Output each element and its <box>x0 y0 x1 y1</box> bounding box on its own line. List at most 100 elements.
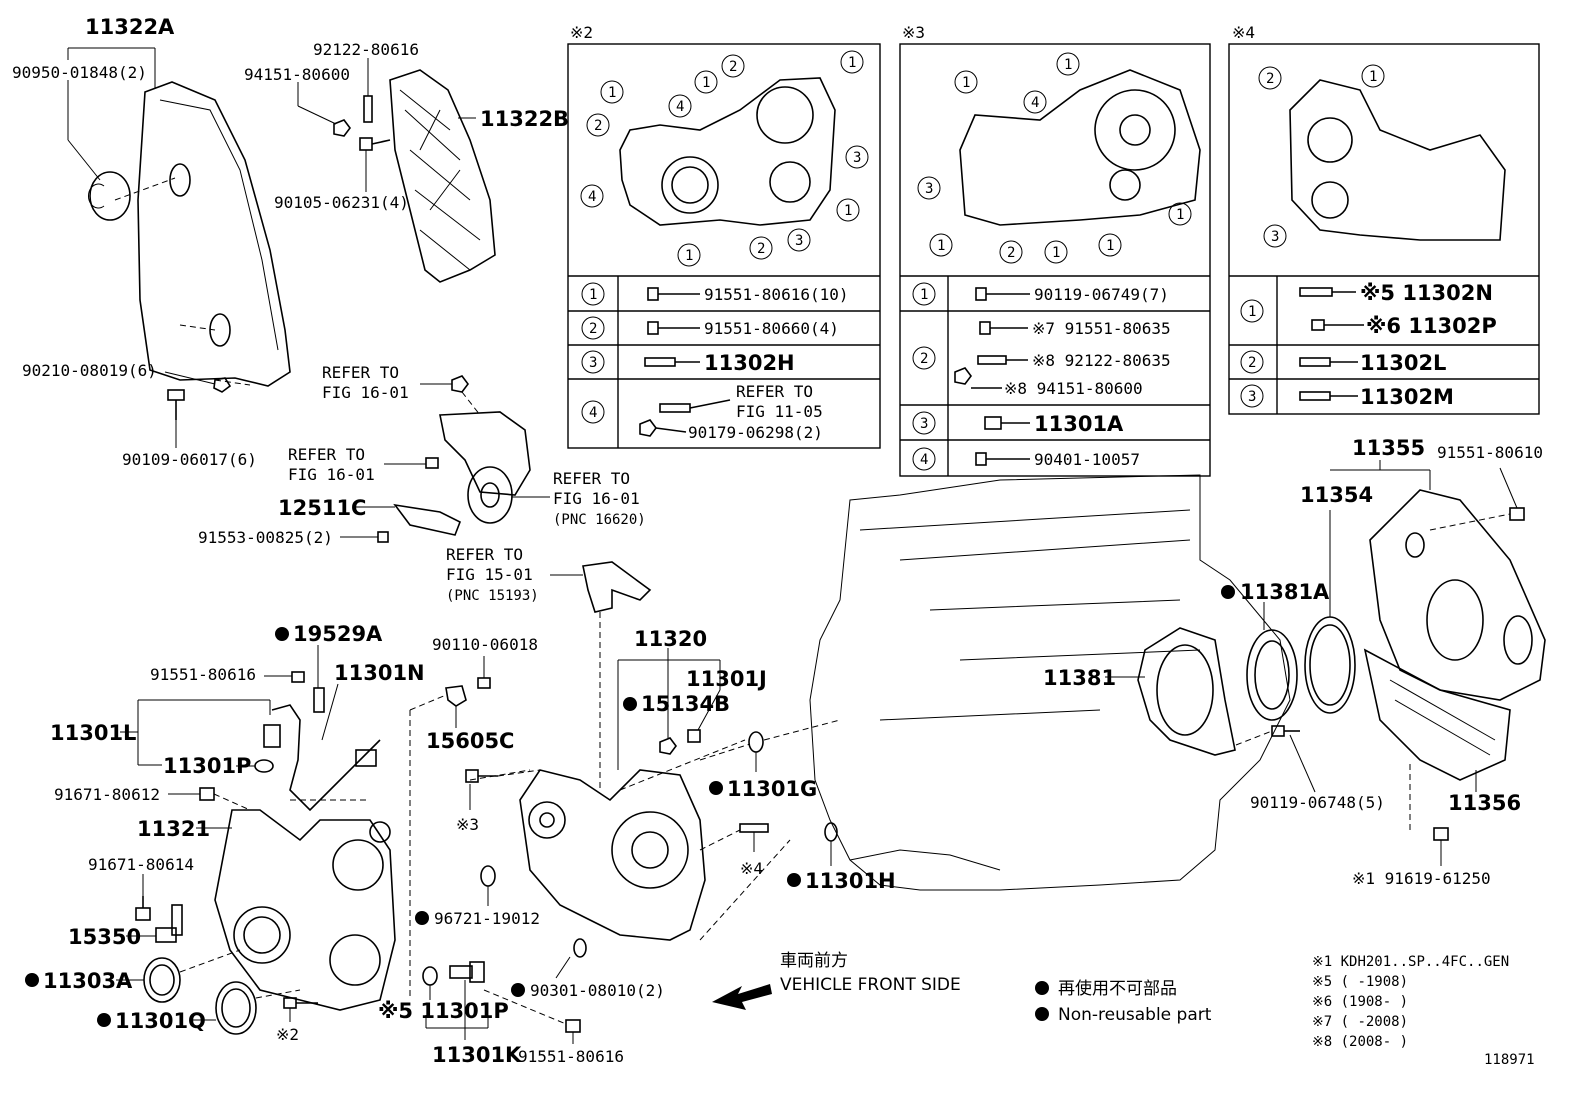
svg-text:1: 1 <box>1052 245 1060 261</box>
bolt-90119-06748[interactable] <box>1271 725 1300 737</box>
box4-row3-text: 11302M <box>1360 385 1454 409</box>
note-4: ※4 <box>740 859 763 878</box>
gasket-ref-15-01[interactable] <box>582 561 652 613</box>
fig-16-01-c: FIG 16-01 <box>553 489 640 508</box>
box3-rows: 1 90119-06749(7) 2 ※7 91551-80635 ※8 921… <box>912 282 1171 471</box>
label-11301H: 11301H <box>805 869 896 893</box>
label-90119-06748: 90119-06748(5) <box>1250 793 1385 812</box>
svg-text:1: 1 <box>962 75 970 91</box>
bolt-91619-61250[interactable] <box>1433 827 1449 841</box>
stud-note-4[interactable] <box>739 823 769 833</box>
bolt-91551-80610[interactable] <box>1509 507 1525 521</box>
non-reusable-mark-11303A <box>25 973 39 987</box>
box2-row4-text1: REFER TO <box>736 382 813 401</box>
label-90950-01848: 90950-01848(2) <box>12 63 147 82</box>
seal-retainer-11381[interactable] <box>1137 627 1236 756</box>
nut-94151[interactable] <box>333 119 351 137</box>
oil-seal-11381A[interactable] <box>1246 629 1298 721</box>
timing-cover-11322A[interactable] <box>114 81 291 387</box>
label-94151-80600: 94151-80600 <box>244 65 350 84</box>
svg-text:3: 3 <box>589 355 597 371</box>
bolt-91553[interactable] <box>377 531 389 543</box>
box4-row1-text1: ※5 11302N <box>1360 281 1493 305</box>
seal-11301Q[interactable] <box>215 981 257 1035</box>
sensor-11301K[interactable] <box>449 961 485 983</box>
bolt-91551-80616-a[interactable] <box>291 671 305 683</box>
bolt-91671-80612[interactable] <box>199 787 215 801</box>
oring-11301P[interactable] <box>254 759 274 773</box>
note-line-7: ※7 ( -2008) <box>1312 1014 1408 1030</box>
box3-row2-text3: ※8 94151-80600 <box>1004 379 1143 398</box>
sensor-15350[interactable] <box>155 904 183 943</box>
svg-text:1: 1 <box>1369 69 1377 85</box>
svg-text:2: 2 <box>1266 71 1274 87</box>
table-box-4 <box>1228 43 1540 415</box>
box2-row4-text2: FIG 11-05 <box>736 402 823 421</box>
label-11321: 11321 <box>137 817 210 841</box>
bolt-91551-80616-b[interactable] <box>565 1019 581 1033</box>
bracket-15605C[interactable] <box>445 685 467 707</box>
plate-11354[interactable] <box>1304 616 1356 714</box>
note-3: ※3 <box>456 815 479 834</box>
tensioner-bracket[interactable] <box>393 411 531 536</box>
svg-text:3: 3 <box>925 181 933 197</box>
oil-seal-11303A[interactable] <box>143 957 181 1003</box>
legend-mark-2 <box>1035 1007 1049 1021</box>
non-reusable-mark-11301H <box>787 873 801 887</box>
bolt-90105[interactable] <box>359 137 391 151</box>
svg-text:1: 1 <box>1064 57 1072 73</box>
oring-11301P-b[interactable] <box>422 966 438 986</box>
label-11381: 11381 <box>1043 666 1116 690</box>
svg-text:3: 3 <box>795 233 803 249</box>
svg-text:1: 1 <box>608 85 616 101</box>
label-11301Q: 11301Q <box>115 1009 206 1033</box>
oring-11301G[interactable] <box>748 731 764 753</box>
timing-plate-11322B[interactable] <box>389 69 496 283</box>
box4-mark: ※4 <box>1232 23 1255 42</box>
box3-mark: ※3 <box>902 23 925 42</box>
label-90109-06017: 90109-06017(6) <box>122 450 257 469</box>
sensor-19529A[interactable] <box>313 687 325 713</box>
non-reusable-mark-11381A <box>1221 585 1235 599</box>
plug-11301J[interactable] <box>687 729 701 743</box>
box4-row2-text: 11302L <box>1360 351 1446 375</box>
end-plate-11355[interactable] <box>1369 489 1546 701</box>
seal-90950[interactable] <box>87 171 131 221</box>
oring-11301H[interactable] <box>824 822 838 842</box>
sensor-harness-11301L[interactable] <box>263 704 381 812</box>
oring-96721[interactable] <box>480 865 496 887</box>
bolt-ref-16-01-b[interactable] <box>425 457 439 469</box>
label-90210-08019: 90210-08019(6) <box>22 361 157 380</box>
plate-11356[interactable] <box>1363 648 1511 781</box>
bolt-90109[interactable] <box>167 389 185 420</box>
stud-92122[interactable] <box>363 95 373 123</box>
label-12511C: 12511C <box>278 496 366 520</box>
oring-90301[interactable] <box>573 938 587 958</box>
legend-en: Non-reusable part <box>1058 1005 1212 1025</box>
label-11303A: 11303A <box>43 969 133 993</box>
nut-90210[interactable] <box>213 377 232 393</box>
note-line-1: ※1 KDH201..SP..4FC..GEN <box>1312 954 1509 970</box>
bolt-90110-06018[interactable] <box>477 677 491 689</box>
svg-text:2: 2 <box>589 321 597 337</box>
vehicle-front-en: VEHICLE FRONT SIDE <box>780 975 961 995</box>
refer-to-d: REFER TO <box>446 545 523 564</box>
bolt-91671-80614[interactable] <box>135 896 151 921</box>
svg-text:4: 4 <box>1031 95 1039 111</box>
non-reusable-mark-96721 <box>415 911 429 925</box>
label-11322B: 11322B <box>480 107 569 131</box>
front-cover-11320[interactable] <box>519 769 706 941</box>
box3-row2-text2: ※8 92122-80635 <box>1032 351 1171 370</box>
svg-text:1: 1 <box>1106 238 1114 254</box>
label-19529A: 19529A <box>293 622 383 646</box>
bolt-ref-16-01-a[interactable] <box>451 375 469 393</box>
fig-16-01-b: FIG 16-01 <box>288 465 375 484</box>
box2-mark: ※2 <box>570 23 593 42</box>
box2-row2-text: 91551-80660(4) <box>704 319 839 338</box>
timing-case-11321[interactable] <box>214 809 396 1011</box>
nut-15134B[interactable] <box>659 737 677 755</box>
engine-block <box>809 474 1291 891</box>
non-reusable-mark-90301 <box>511 983 525 997</box>
box2-row4-text3: 90179-06298(2) <box>688 423 823 442</box>
box4-rows: 1 ※5 11302N ※6 11302P 2 11302L 3 11302M <box>1240 281 1497 409</box>
